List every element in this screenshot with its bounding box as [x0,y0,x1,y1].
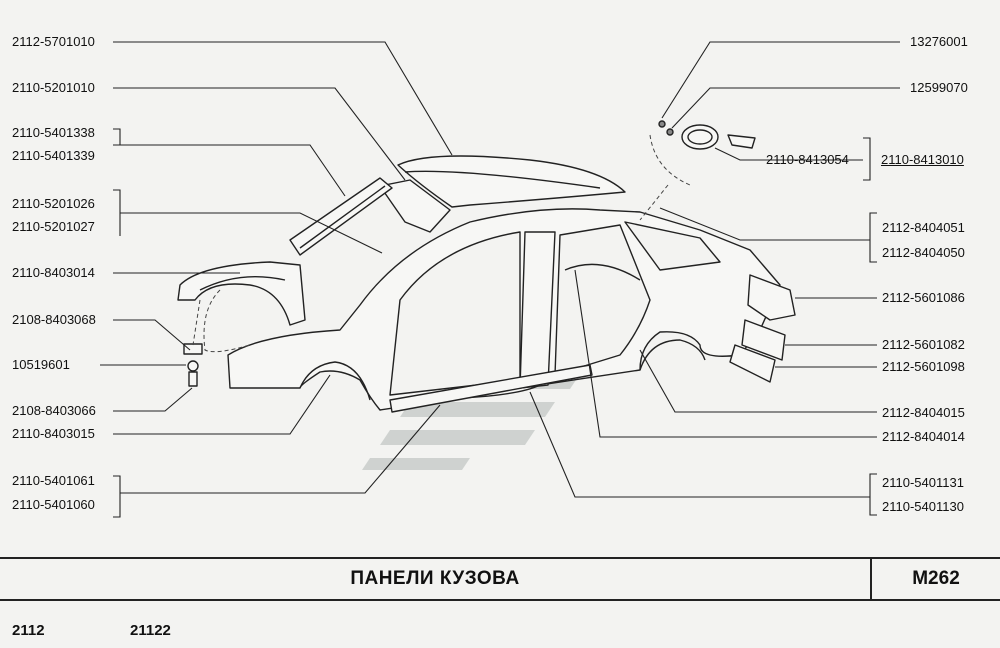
fuel-door-bracket [727,134,756,149]
front-fender-inner [177,261,306,326]
title-divider [870,559,872,599]
label-2110-8403015: 2110-8403015 [12,426,95,441]
label-2110-5201026: 2110-5201026 [12,196,95,211]
leader-lines [100,41,900,518]
label-2110-5201010: 2110-5201010 [12,80,95,95]
label-2108-8403066: 2108-8403066 [12,403,96,418]
label-2112-8404014: 2112-8404014 [882,429,965,444]
rear-bumper-2 [729,344,776,383]
rear-door-opening [554,224,651,376]
label-2112-8404015: 2112-8404015 [882,405,965,420]
model-21122: 21122 [130,622,171,639]
sill-panel [389,364,593,413]
front-door-opening [389,231,521,396]
fuel-door-screw [658,120,666,128]
label-2110-5201027: 2110-5201027 [12,219,95,234]
windshield-frame [379,179,451,233]
label-2110-8413054: 2110-8413054 [766,152,849,167]
label-12599070: 12599070 [910,80,968,95]
label-2110-5401130: 2110-5401130 [882,499,964,514]
label-2112-8404051: 2112-8404051 [882,220,965,235]
rear-panel [747,274,796,321]
label-2112-5601086: 2112-5601086 [882,290,965,305]
bracket-part [183,343,203,355]
label-2112-5601098: 2112-5601098 [882,359,965,374]
label-2110-5401338: 2110-5401338 [12,125,95,140]
label-2112-5601082: 2112-5601082 [882,337,965,352]
car-body [177,120,796,413]
dashed-lines [192,134,691,353]
label-13276001: 13276001 [910,34,968,49]
rear-bumper-1 [741,319,786,361]
label-2110-5401339: 2110-5401339 [12,148,95,163]
label-10519601: 10519601 [12,357,70,372]
figure-code: M262 [912,568,960,589]
label-2112-5701010: 2112-5701010 [12,34,95,49]
fuel-door [681,124,719,150]
label-2110-8403014: 2110-8403014 [12,265,95,280]
label-2108-8403068: 2108-8403068 [12,312,96,327]
label-2110-5401060: 2110-5401060 [12,497,95,512]
page-title: ПАНЕЛИ КУЗОВА [350,568,520,589]
label-2112-8404050: 2112-8404050 [882,245,965,260]
label-2110-5401061: 2110-5401061 [12,473,95,488]
model-2112: 2112 [12,622,45,639]
label-2110-5401131: 2110-5401131 [882,475,964,490]
b-pillar [519,231,556,389]
bolt-part [188,371,198,387]
washer-part [187,360,199,372]
roof-panel [397,155,626,208]
rear-quarter-window [624,221,721,271]
title-block: ПАНЕЛИ КУЗОВА M262 [0,557,1000,601]
windshield-pillar-inner [289,177,393,256]
label-2110-8413010: 2110-8413010 [881,152,964,167]
